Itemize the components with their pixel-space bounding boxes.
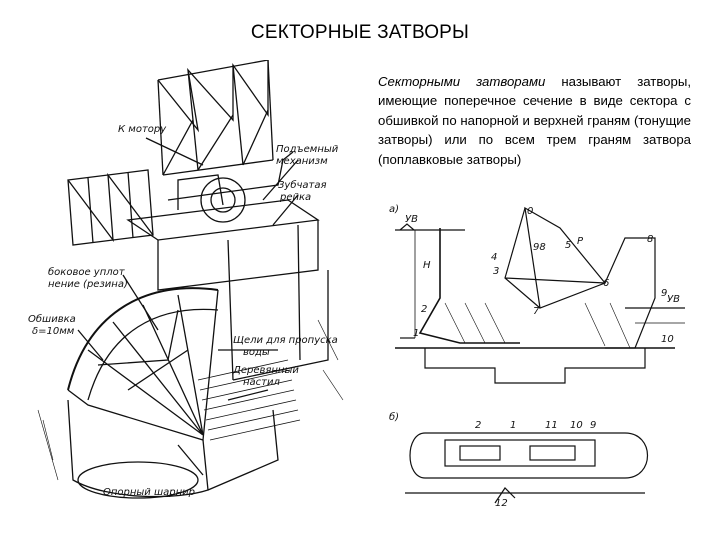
callout-0: 0	[527, 206, 533, 217]
plan-callout-1: 1	[510, 420, 516, 431]
angle-label: 98	[533, 242, 546, 253]
section-b-label: б)	[389, 411, 399, 423]
sector-gate-sections-drawing: а) УВ УВ H 98 P 1 2 3 4 5 6 7 8 9 10 0 б…	[389, 204, 685, 508]
label-wood-floor-1: Деревянный	[232, 365, 299, 376]
section-a-label: а)	[389, 204, 399, 215]
callout-4: 4	[491, 252, 497, 263]
force-label: P	[577, 236, 584, 247]
plan-callout-12: 12	[495, 498, 508, 508]
callout-1: 1	[413, 328, 419, 339]
label-lifting-mechanism-1: Подъемный	[276, 144, 339, 155]
definition-term: Секторными затворами	[378, 74, 546, 89]
definition-text: называют затворы, имеющие поперечное сеч…	[378, 74, 691, 167]
callout-6: 6	[603, 278, 609, 289]
callout-5: 5	[565, 240, 571, 251]
callout-8: 8	[647, 234, 653, 245]
label-side-seal-1: боковое уплот	[48, 266, 126, 278]
callout-10: 10	[661, 334, 674, 345]
plan-callout-2: 2	[475, 420, 481, 431]
callout-9: 9	[661, 288, 667, 299]
label-to-motor: К мотору	[118, 124, 167, 135]
label-water-slots-1: Щели для пропуска	[233, 335, 338, 346]
definition-paragraph: Секторными затворами называют затворы, и…	[378, 72, 691, 169]
label-side-seal-2: нение (резина)	[48, 279, 128, 290]
label-rack-2: рейка	[279, 192, 311, 203]
label-sheathing-1: Обшивка	[28, 313, 76, 325]
height-label: H	[423, 260, 431, 271]
upstream-level-label: УВ	[405, 214, 418, 225]
slide-title: СЕКТОРНЫЕ ЗАТВОРЫ	[250, 22, 470, 43]
plan-callout-10: 10	[570, 420, 583, 431]
plan-callout-11: 11	[545, 420, 558, 431]
callout-2: 2	[421, 304, 427, 315]
label-sheathing-2: δ=10мм	[32, 326, 75, 337]
label-water-slots-2: воды	[243, 347, 270, 358]
label-lifting-mechanism-2: механизм	[276, 156, 328, 167]
downstream-level-label: УВ	[667, 294, 680, 305]
plan-callout-9: 9	[590, 420, 596, 431]
label-pivot: Опорный шарнир	[103, 487, 195, 498]
label-rack-1: Зубчатая	[278, 179, 327, 191]
callout-7: 7	[533, 306, 540, 317]
label-wood-floor-2: настил	[243, 377, 280, 388]
sector-gate-perspective-drawing: К мотору Подъемный механизм Зубчатая рей…	[28, 60, 344, 499]
callout-3: 3	[493, 266, 499, 277]
